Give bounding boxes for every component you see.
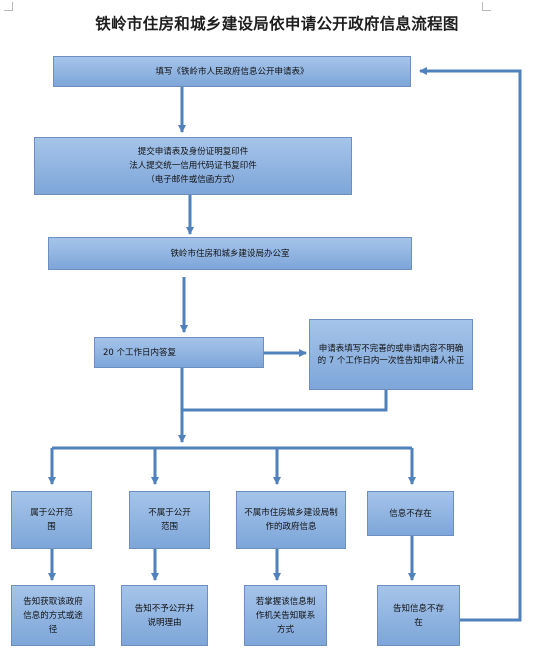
fill-form-box: 填写《铁岭市人民政府信息公开申请表》 (53, 56, 411, 87)
connector-supplement-merge (182, 390, 388, 412)
branch-2-category-text: 不属于公开范围 (148, 508, 191, 532)
branch-3-category-text: 不属市住房城乡建设局制作的政府信息 (244, 508, 338, 532)
submit-line-3: （电子邮件或信函方式） (146, 175, 240, 185)
branch-3-category-box: 不属市住房城乡建设局制作的政府信息 (236, 491, 346, 549)
branch-3-result-text: 若掌握该信息制作机关告知联系方式 (255, 596, 316, 635)
branch-1-result-text: 告知获取该政府信息的方式或途径 (23, 596, 83, 635)
branch-2-category-box: 不属于公开范围 (129, 491, 210, 549)
branch-1-category-text: 属于公开范围 (30, 508, 73, 532)
feedback-loop-arrow (419, 67, 522, 622)
reply-text: 20 个工作日内答复 (103, 347, 177, 358)
branch-4-result-box: 告知信息不存在 (377, 585, 460, 646)
branch-4-category-box: 信息不存在 (367, 491, 454, 536)
fill-form-text: 填写《铁岭市人民政府信息公开申请表》 (155, 66, 309, 77)
page-corner-mark-right (482, 2, 491, 11)
branch-2-result-text: 告知不予公开并说明理由 (134, 603, 195, 628)
branch-1-category-box: 属于公开范围 (11, 491, 92, 549)
branch-3-result-box: 若掌握该信息制作机关告知联系方式 (244, 585, 327, 646)
branch-4-category-text: 信息不存在 (389, 508, 432, 519)
office-box: 铁岭市住房和城乡建设局办公室 (48, 237, 412, 270)
page-title: 铁岭市住房和城乡建设局依申请公开政府信息流程图 (95, 14, 459, 33)
supplement-text: 申请表填写不完善的或申请内容不明确的 7 个工作日内一次性告知申请人补正 (317, 343, 465, 366)
submit-line-2: 法人提交统一信用代码证书复印件 (129, 161, 257, 171)
office-text: 铁岭市住房和城乡建设局办公室 (170, 248, 290, 259)
submit-line-1: 提交申请表及身份证明复印件 (137, 147, 249, 157)
page-corner-mark-left (4, 2, 13, 11)
reply-box: 20 个工作日内答复 (94, 337, 264, 368)
submit-documents-box: 提交申请表及身份证明复印件 法人提交统一信用代码证书复印件 （电子邮件或信函方式… (34, 137, 352, 195)
branch-2-result-box: 告知不予公开并说明理由 (121, 585, 208, 646)
supplement-box: 申请表填写不完善的或申请内容不明确的 7 个工作日内一次性告知申请人补正 (309, 319, 473, 390)
branch-1-result-box: 告知获取该政府信息的方式或途径 (11, 585, 95, 646)
branch-4-result-text: 告知信息不存在 (392, 603, 444, 628)
